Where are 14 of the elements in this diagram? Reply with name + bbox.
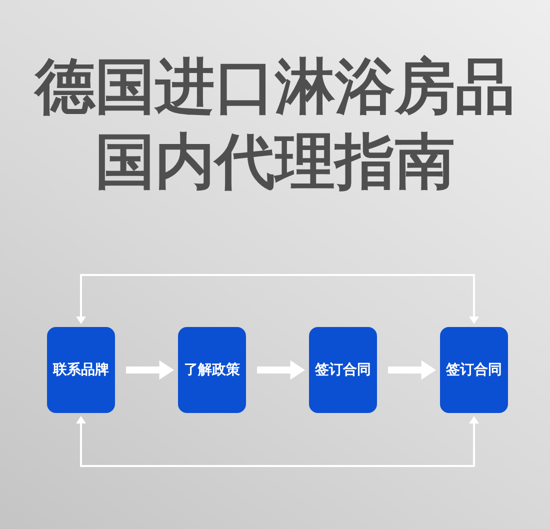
step-label: 了解政策 — [184, 361, 240, 379]
connector-arrow — [76, 274, 479, 324]
process-box — [309, 327, 377, 413]
step-label: 签订合同 — [446, 361, 502, 379]
process-box — [47, 327, 115, 413]
arrow — [126, 360, 174, 380]
title: 德国进口淋浴房品国内代理指南 — [32, 51, 516, 199]
arrow — [388, 360, 436, 380]
step-label: 联系品牌 — [53, 361, 109, 379]
process-box — [440, 327, 508, 413]
connector-arrow — [76, 416, 479, 467]
step-label: 签订合同 — [315, 361, 371, 379]
arrow — [257, 360, 305, 380]
process-box — [178, 327, 246, 413]
